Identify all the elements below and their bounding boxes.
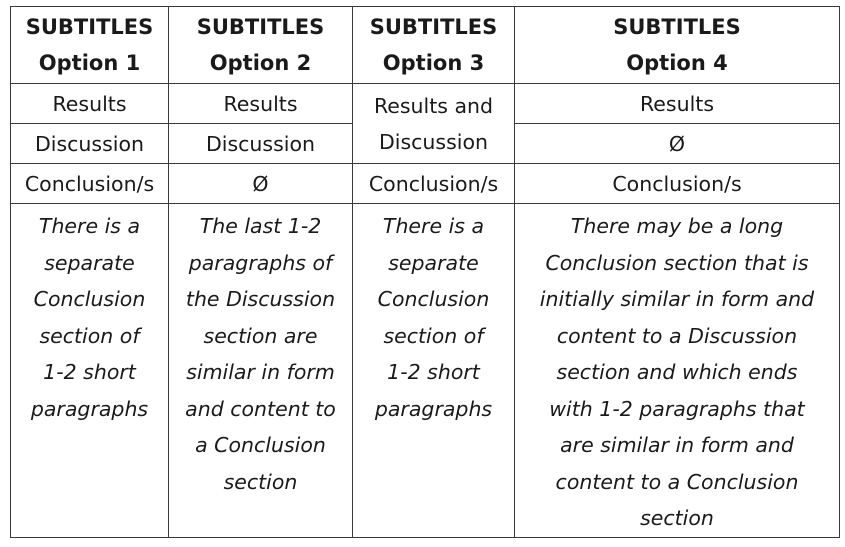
- header-option-1: SUBTITLES Option 1: [10, 6, 169, 84]
- desc-line: paragraphs: [374, 396, 493, 421]
- desc-line: There is a: [382, 214, 485, 238]
- description-option-2: The last 1-2 paragraphs of the Discussio…: [168, 203, 353, 538]
- desc-line: There is a: [38, 214, 141, 238]
- header-option-1-line2: Option 1: [38, 51, 141, 75]
- conclusion-cell-option-2: Ø: [168, 163, 353, 204]
- subtitles-options-table: SUBTITLES Option 1 SUBTITLES Option 2 SU…: [10, 6, 840, 538]
- header-option-2-line1: SUBTITLES: [196, 15, 325, 39]
- conclusion-row: Conclusion/s Ø Conclusion/s Conclusion/s: [10, 163, 840, 204]
- desc-line: section of: [39, 323, 140, 348]
- header-option-3-line2: Option 3: [382, 51, 485, 75]
- desc-line: The last 1-2: [199, 214, 322, 238]
- discussion-cell-option-4: Ø: [514, 123, 840, 164]
- desc-line: Conclusion: [377, 287, 490, 311]
- discussion-cell-option-1: Discussion: [10, 123, 169, 164]
- desc-line: the Discussion: [185, 287, 336, 311]
- header-option-4-line2: Option 4: [626, 51, 728, 75]
- discussion-cell-option-2: Discussion: [168, 123, 353, 164]
- desc-line: separate: [388, 250, 479, 275]
- results-cell-option-2: Results: [168, 83, 353, 124]
- conclusion-cell-option-3: Conclusion/s: [352, 163, 515, 204]
- header-option-2-line2: Option 2: [209, 51, 312, 75]
- desc-line: paragraphs of: [188, 250, 333, 275]
- desc-line: section of: [383, 323, 484, 348]
- results-and-discussion-line1: Results and: [373, 93, 494, 118]
- description-option-1: There is a separate Conclusion section o…: [10, 203, 169, 538]
- results-cell-option-1: Results: [10, 83, 169, 124]
- header-row: SUBTITLES Option 1 SUBTITLES Option 2 SU…: [10, 6, 840, 84]
- desc-line: separate: [44, 250, 135, 275]
- results-cell-option-4: Results: [514, 83, 840, 124]
- desc-line: section and which ends: [556, 360, 798, 384]
- desc-line: There may be a long: [570, 214, 784, 238]
- desc-line: paragraphs: [30, 396, 149, 421]
- desc-line: 1-2 short: [387, 360, 480, 384]
- desc-line: initially similar in form and: [539, 287, 815, 311]
- description-row: There is a separate Conclusion section o…: [10, 203, 840, 538]
- desc-line: Conclusion section that is: [545, 250, 809, 275]
- desc-line: similar in form: [186, 360, 335, 384]
- desc-line: a Conclusion: [195, 433, 326, 457]
- header-option-3: SUBTITLES Option 3: [352, 6, 515, 84]
- desc-line: content to a Discussion: [556, 323, 798, 348]
- desc-line: section: [640, 506, 714, 530]
- description-option-4: There may be a long Conclusion section t…: [514, 203, 840, 538]
- desc-line: and content to: [185, 396, 336, 421]
- results-row: Results Results Results and Discussion R…: [10, 83, 840, 164]
- desc-line: are similar in form and: [560, 433, 794, 457]
- conclusion-cell-option-1: Conclusion/s: [10, 163, 169, 204]
- desc-line: section: [223, 469, 298, 494]
- header-option-1-line1: SUBTITLES: [25, 15, 154, 39]
- description-option-3: There is a separate Conclusion section o…: [352, 203, 515, 538]
- desc-line: 1-2 short: [43, 360, 136, 384]
- header-option-3-line1: SUBTITLES: [369, 15, 498, 39]
- desc-line: with 1-2 paragraphs that: [549, 396, 805, 421]
- header-option-2: SUBTITLES Option 2: [168, 6, 353, 84]
- conclusion-cell-option-4: Conclusion/s: [514, 163, 840, 204]
- header-option-4: SUBTITLES Option 4: [514, 6, 840, 84]
- results-and-discussion-cell-option-3: Results and Discussion: [352, 83, 515, 164]
- desc-line: Conclusion: [33, 287, 146, 311]
- desc-line: section are: [203, 323, 318, 348]
- results-and-discussion-line2: Discussion: [378, 129, 489, 154]
- header-option-4-line1: SUBTITLES: [613, 15, 741, 39]
- discussion-row: Discussion Discussion Ø: [10, 123, 840, 164]
- desc-line: content to a Conclusion: [555, 469, 799, 494]
